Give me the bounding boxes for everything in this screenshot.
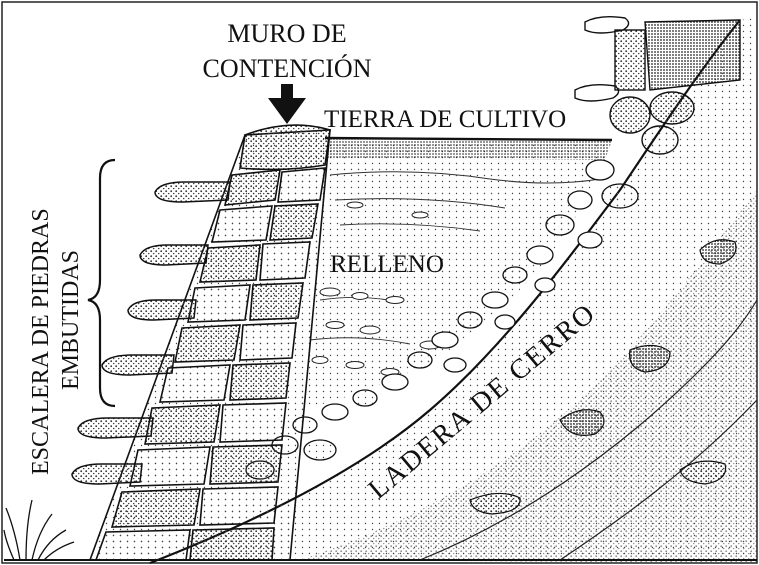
grass-tuft-icon [3, 499, 75, 561]
curly-brace-icon [87, 158, 116, 408]
fill-region [300, 140, 610, 410]
embedded-step-stones [71, 181, 231, 485]
step-stone [101, 354, 175, 376]
ground-base [3, 499, 757, 561]
step-stone [139, 244, 209, 266]
wall-label-line1: MURO DE [227, 19, 346, 48]
wall-label-line2: CONTENCIÓN [203, 54, 372, 83]
down-arrow-icon [268, 84, 306, 124]
stairs-label-line1: ESCALERA DE PIEDRAS [28, 208, 54, 475]
step-stone [71, 463, 143, 485]
stairs-label-line2: EMBUTIDAS [58, 250, 84, 390]
topsoil-label: TIERRA DE CULTIVO [324, 106, 566, 133]
step-stone [154, 181, 231, 203]
upper-terrace-stones [574, 15, 741, 155]
topsoil-layer [324, 136, 613, 160]
step-stone [77, 417, 154, 439]
step-stone [127, 299, 197, 321]
fill-label: RELLENO [330, 251, 444, 278]
